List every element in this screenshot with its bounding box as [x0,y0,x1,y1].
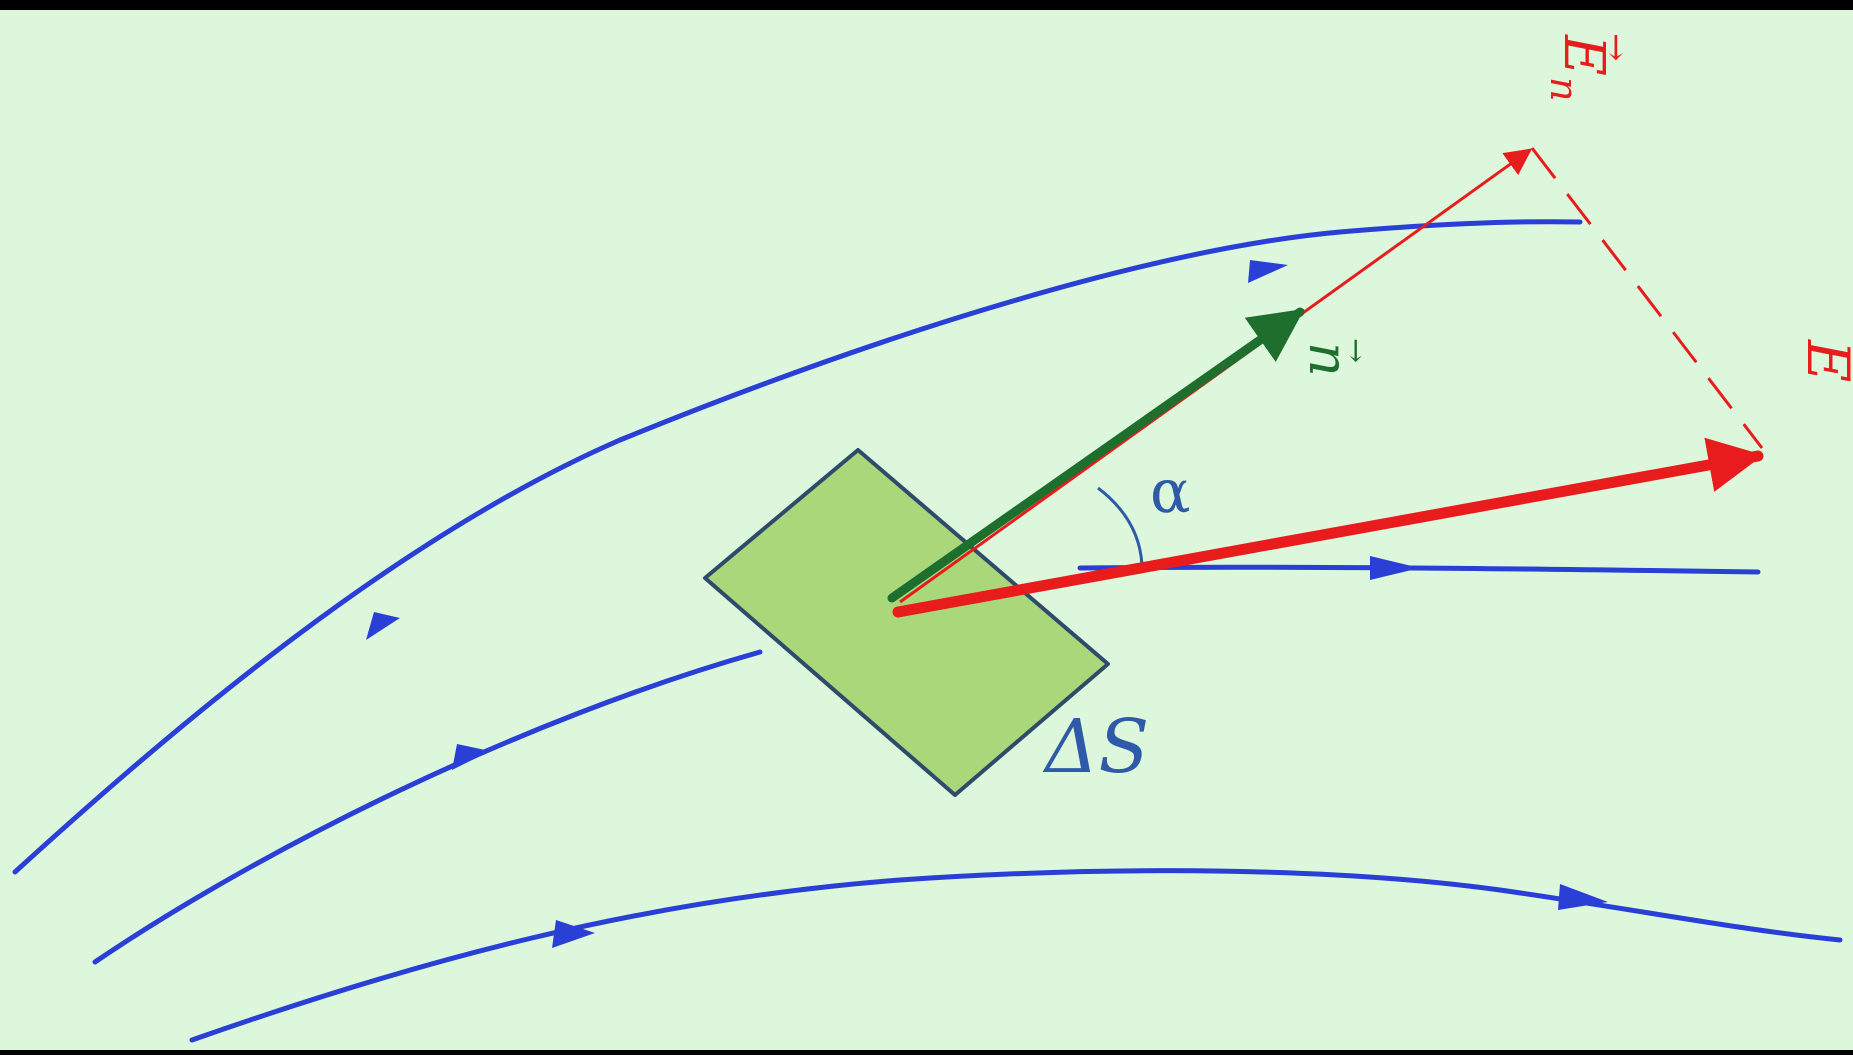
label-en-subscript: n [1542,77,1586,101]
field-line-middle-left [92,649,763,965]
label-delta-s: ΔS [1042,704,1149,790]
label-en: E → n [1542,33,1636,101]
label-e: E → [1794,338,1853,382]
triangle-arrowhead-icon [1558,884,1608,910]
label-n-arrow: → [1338,338,1373,363]
triangle-arrowhead-icon [1370,556,1420,580]
angle-arc [1097,486,1144,567]
label-e-arrow: → [1841,338,1853,367]
label-e-letter: E [1794,339,1853,382]
vector-e [892,437,1764,618]
triangle-arrowhead-icon [1248,260,1288,283]
label-n: n → [1297,338,1373,377]
label-alpha: α [1150,457,1191,527]
triangle-arrowhead-icon [452,744,490,770]
label-en-letter: E [1551,34,1616,76]
normal-vector-n [887,307,1305,603]
triangle-arrowhead-icon [552,920,595,948]
field-line-bottom [189,868,1843,1043]
projection-dashed-line [1530,147,1764,449]
field-line-top [12,219,1583,875]
field-line-arrowheads [366,260,1608,948]
surface-element [703,448,1110,797]
label-en-arrow: → [1596,33,1636,62]
label-n-letter: n [1297,342,1360,377]
triangle-arrowhead-icon [366,612,400,640]
